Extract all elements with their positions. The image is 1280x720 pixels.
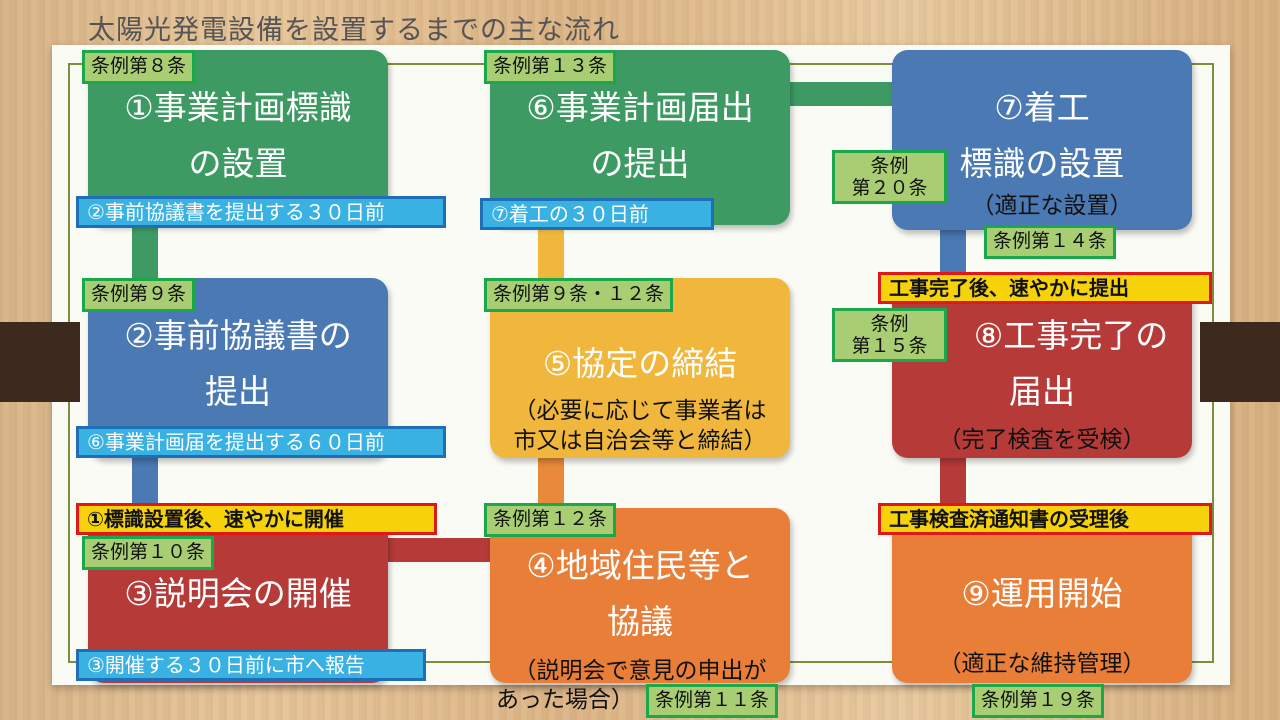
timing-note-6: ⑦着工の３０日前 [480, 198, 714, 230]
step-9-line1: ⑨運用開始 [961, 574, 1123, 613]
step-5-line1: ⑤協定の締結 [542, 344, 738, 383]
step-4-note1: （説明会で意見の申出が [513, 658, 767, 684]
right-clip [1200, 322, 1280, 402]
ordinance-tag-19: 条例第１９条 [972, 684, 1105, 718]
step-5-note2: 市又は自治会等と締結） [513, 428, 767, 454]
step-1-line1: ①事業計画標識 [124, 88, 352, 127]
step-8-completion-notice: ⑧工事完了の 届出 （完了検査を受検） [892, 278, 1192, 458]
step-7-line1: ⑦着工 [994, 88, 1090, 127]
alert-step-3: ①標識設置後、速やかに開催 [76, 503, 437, 535]
step-4-line2: 協議 [607, 602, 673, 641]
ordinance-tag-15: 条例 第１５条 [832, 308, 947, 362]
step-7-line2: 標識の設置 [959, 144, 1125, 183]
alert-step-9: 工事検査済通知書の受理後 [878, 503, 1212, 535]
step-9-note1: （適正な維持管理） [938, 651, 1146, 677]
connector-3-4 [385, 538, 495, 562]
ordinance-tag-20-line2: 第２０条 [851, 177, 928, 199]
step-4-resident-consultation: ④地域住民等と 協議 （説明会で意見の申出が [490, 508, 790, 684]
step-6-business-plan-notice: ⑥事業計画届出 の提出 [490, 50, 790, 225]
ordinance-tag-8: 条例第８条 [82, 50, 196, 84]
alert-step-8: 工事完了後、速やかに提出 [878, 272, 1212, 304]
ordinance-tag-12: 条例第１２条 [484, 503, 617, 537]
step-1-line2: の設置 [188, 144, 288, 183]
step-3-line1: ③説明会の開催 [124, 574, 352, 613]
timing-note-2: ⑥事業計画届を提出する６０日前 [76, 426, 446, 458]
ordinance-tag-9: 条例第９条 [82, 278, 196, 312]
step-8-line2: 届出 [1009, 372, 1075, 411]
ordinance-tag-15-line2: 第１５条 [851, 335, 928, 357]
connector-5-6 [538, 225, 564, 285]
step-5-note1: （必要に応じて事業者は [513, 398, 767, 424]
ordinance-tag-20-line1: 条例 [870, 155, 909, 177]
step-9-operation-start: ⑨運用開始 （適正な維持管理） [892, 508, 1192, 683]
step-6-line2: の提出 [590, 144, 690, 183]
step-2-line1: ②事前協議書の [124, 316, 352, 355]
ordinance-tag-14: 条例第１４条 [984, 225, 1117, 259]
connector-6-7 [790, 82, 895, 106]
ordinance-tag-13: 条例第１３条 [484, 50, 617, 84]
step-6-line1: ⑥事業計画届出 [526, 88, 754, 127]
ordinance-tag-9-12: 条例第９条・１２条 [484, 278, 674, 312]
step-4-line1: ④地域住民等と [526, 546, 754, 585]
timing-note-1: ②事前協議書を提出する３０日前 [76, 196, 446, 228]
step-2-line2: 提出 [205, 372, 271, 411]
ordinance-tag-15-line1: 条例 [870, 313, 909, 335]
left-clip [0, 322, 80, 402]
ordinance-tag-10: 条例第１０条 [82, 536, 215, 570]
connector-1-2 [132, 225, 158, 285]
ordinance-tag-11: 条例第１１条 [646, 684, 779, 718]
step-8-line1: ⑧工事完了の [973, 316, 1169, 355]
page-title: 太陽光発電設備を設置するまでの主な流れ [88, 15, 620, 46]
step-8-note1: （完了検査を受検） [938, 427, 1146, 453]
step-7-note1: （適正な設置） [971, 193, 1133, 219]
timing-note-3: ③開催する３０日前に市へ報告 [76, 649, 426, 681]
step-4-note2: あった場合） [496, 687, 634, 713]
ordinance-tag-20: 条例 第２０条 [832, 150, 947, 204]
